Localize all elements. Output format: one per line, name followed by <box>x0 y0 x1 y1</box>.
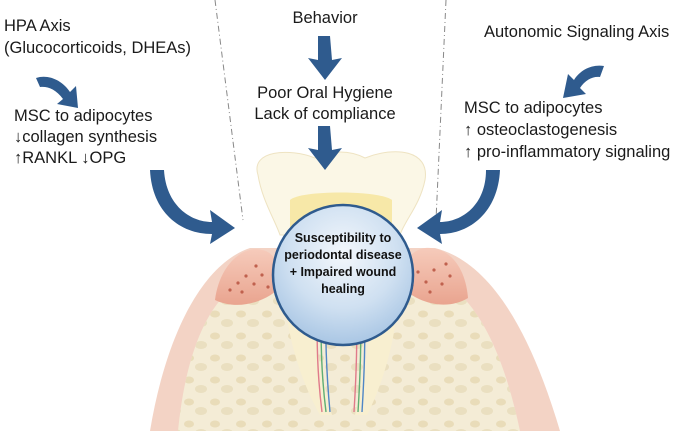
behavior-title: Behavior <box>292 9 358 27</box>
arrow-autonomic-small <box>563 65 604 98</box>
outcome-line-4: healing <box>321 282 365 296</box>
hpa-effect-1: MSC to adipocytes <box>14 107 153 125</box>
hpa-effect-3: ↑RANKL ↓OPG <box>14 149 127 167</box>
outcome-label: Susceptibility to periodontal disease + … <box>262 230 424 298</box>
separator-left <box>214 0 244 221</box>
gingiva-right <box>400 247 468 305</box>
hpa-axis-title: HPA Axis <box>4 17 71 35</box>
outcome-line-1: Susceptibility to <box>294 231 392 245</box>
behavior-effect-1: Poor Oral Hygiene <box>257 84 393 102</box>
arrow-right-curved <box>417 170 500 244</box>
outcome-line-3: + Impaired wound <box>289 265 397 279</box>
autonomic-axis-title: Autonomic Signaling Axis <box>484 23 670 41</box>
arrow-left-curved <box>150 170 235 244</box>
arrow-hpa-small <box>36 76 78 108</box>
autonomic-effect-2: ↑ osteoclastogenesis <box>464 121 618 139</box>
arrow-behavior-top <box>308 36 342 80</box>
separator-right <box>435 0 447 221</box>
outcome-line-2: periodontal disease <box>284 248 402 262</box>
autonomic-effect-3: ↑ pro-inflammatory signaling <box>464 143 671 161</box>
behavior-effect-2: Lack of compliance <box>254 105 396 123</box>
hpa-effect-2: ↓collagen synthesis <box>14 128 158 146</box>
hpa-axis-subtitle: (Glucocorticoids, DHEAs) <box>4 39 192 57</box>
arrow-behavior-bottom <box>308 126 342 170</box>
autonomic-effect-1: MSC to adipocytes <box>464 99 603 117</box>
gingiva-left <box>215 249 282 305</box>
outcome-circle <box>271 203 415 347</box>
